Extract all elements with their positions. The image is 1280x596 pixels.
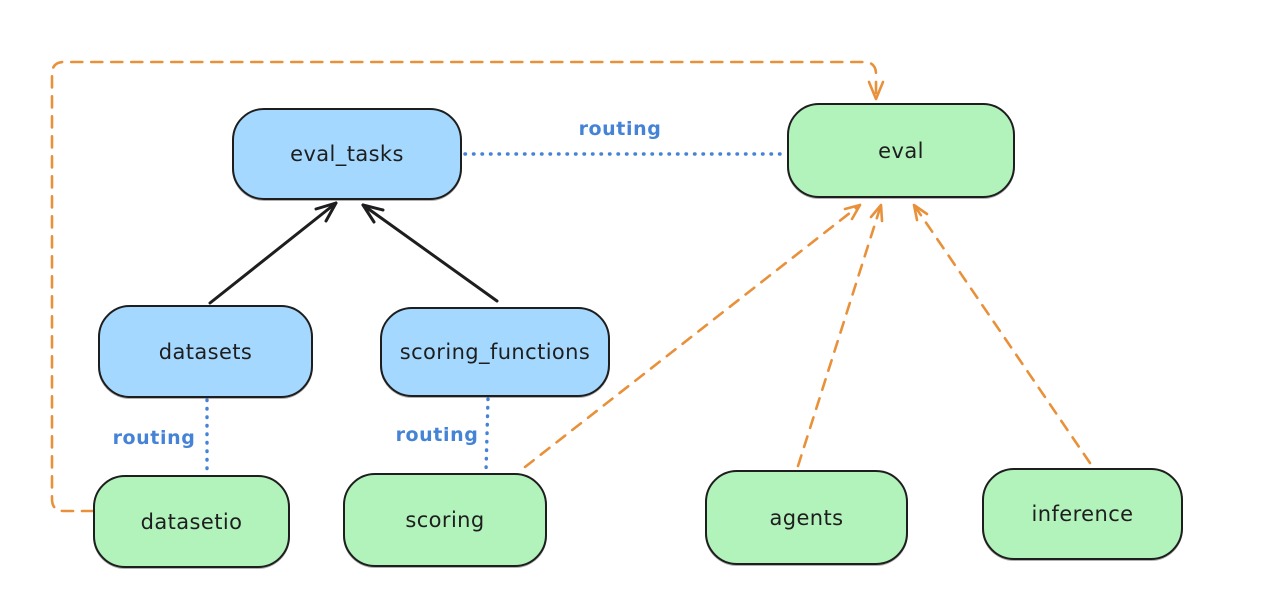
edge-label-routing-datasets-datasetio: routing (112, 427, 196, 449)
node-scoring-functions: scoring_functions (380, 307, 610, 397)
node-inference: inference (982, 468, 1183, 560)
node-agents-label: agents (769, 505, 844, 530)
node-eval-label: eval (878, 138, 924, 163)
arrowhead-datasetio-to-eval (867, 80, 885, 101)
edge-scoring-functions-to-eval-tasks (361, 203, 499, 303)
arrowhead-scoring-to-eval (843, 203, 862, 221)
node-datasets-label: datasets (158, 339, 253, 364)
node-scoring: scoring (343, 473, 547, 567)
node-scoring-functions-label: scoring_functions (399, 340, 591, 364)
arrowhead-datasets-to-eval-tasks (314, 201, 338, 223)
node-inference-label: inference (1031, 502, 1134, 526)
arrowhead-inference-to-eval (912, 203, 929, 222)
node-datasets: datasets (98, 305, 313, 398)
node-eval-tasks-label: eval_tasks (290, 142, 404, 166)
node-agents: agents (705, 470, 908, 565)
arrowhead-agents-to-eval (869, 203, 884, 223)
edge-agents-to-eval (796, 203, 883, 468)
node-datasetio-label: datasetio (140, 509, 243, 534)
node-eval-tasks: eval_tasks (232, 108, 462, 200)
node-scoring-label: scoring (405, 508, 485, 532)
edge-label-routing-eval-tasks-eval: routing (578, 118, 662, 140)
edge-label-routing-scoring-functions-scoring: routing (395, 424, 479, 446)
node-datasetio: datasetio (93, 475, 290, 568)
edge-inference-to-eval (912, 203, 1092, 465)
node-eval: eval (787, 103, 1015, 198)
edge-datasets-to-eval-tasks (208, 201, 338, 305)
arrowhead-scoring-functions-to-eval-tasks (361, 203, 385, 224)
